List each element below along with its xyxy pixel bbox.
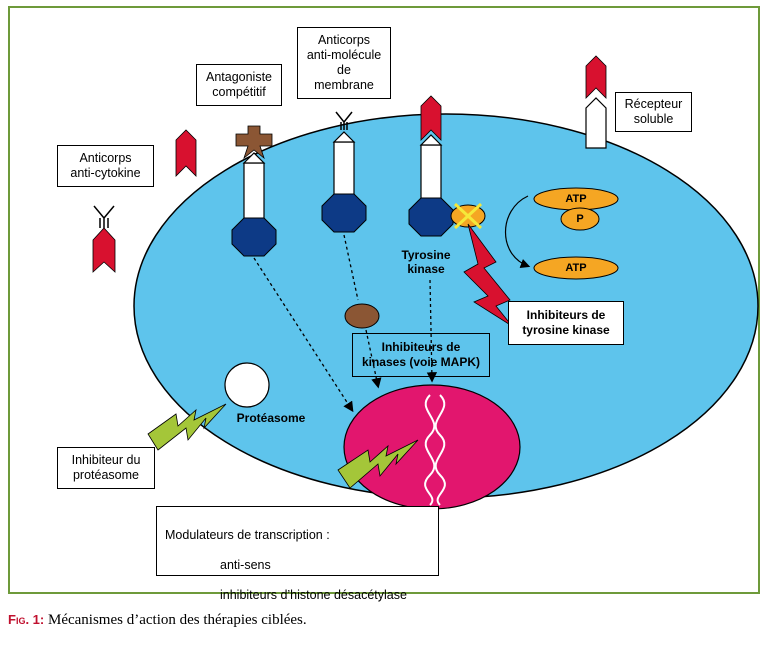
atp-arrow <box>505 195 531 269</box>
modulateurs-title: Modulateurs de transcription : <box>165 528 330 542</box>
receptor-antagonist <box>231 152 277 257</box>
caption-fig-number: Fig. 1: <box>8 612 45 627</box>
label-proteasome: Protéasome <box>236 411 306 425</box>
label-p: P <box>576 213 584 225</box>
lightning-proteasome-inhibitor <box>147 403 227 451</box>
cross-icon <box>453 202 483 230</box>
antibody-cytokine-icon <box>93 205 115 228</box>
antibody-membrane-icon <box>335 111 353 130</box>
label-atp-top: ATP <box>565 193 587 205</box>
dna-helix-icon <box>424 394 446 506</box>
signaling-arrows <box>253 234 438 413</box>
caption-text: Mécanismes d’action des thérapies ciblée… <box>47 612 307 628</box>
label-antagoniste: Antagoniste compétitif <box>196 64 282 106</box>
figure-frame <box>8 6 760 594</box>
mapk-kinase <box>344 303 380 329</box>
soluble-receptor <box>585 55 607 149</box>
modulateurs-item-hdac: inhibiteurs d’histone désacétylase <box>220 588 407 602</box>
label-modulateurs: Modulateurs de transcription : anti-sens… <box>156 506 439 602</box>
label-atp-bottom: ATP <box>565 262 587 274</box>
atp-bottom <box>533 256 619 280</box>
lightning-transcription-modulator <box>337 439 419 489</box>
antagonist-shape <box>235 125 273 160</box>
proteasome <box>224 362 270 408</box>
ligand-on-receptor <box>420 95 442 141</box>
label-anticorps-membrane: Anticorps anti-molécule de membrane <box>297 27 391 99</box>
label-inhibiteurs-tk: Inhibiteurs de tyrosine kinase <box>508 301 624 345</box>
receptor-tyrosine-kinase <box>408 134 454 237</box>
label-tyrosine-kinase: Tyrosine kinase <box>401 248 451 276</box>
label-anticorps-cytokine: Anticorps anti-cytokine <box>57 145 154 187</box>
figure-caption: Fig. 1: Mécanismes d’action des thérapie… <box>8 612 307 629</box>
phosphate <box>560 207 600 231</box>
modulateurs-item-antisens: anti-sens <box>220 558 271 572</box>
label-inhibiteur-proteasome: Inhibiteur du protéasome <box>57 447 155 489</box>
label-recepteur-soluble: Récepteur soluble <box>615 92 692 132</box>
free-ligand <box>175 129 197 177</box>
receptor-membrane <box>321 131 367 233</box>
nucleus <box>343 384 521 510</box>
cytokine-ligand <box>92 227 116 273</box>
label-inhibiteurs-kinases: Inhibiteurs de kinases (voie MAPK) <box>352 333 490 377</box>
